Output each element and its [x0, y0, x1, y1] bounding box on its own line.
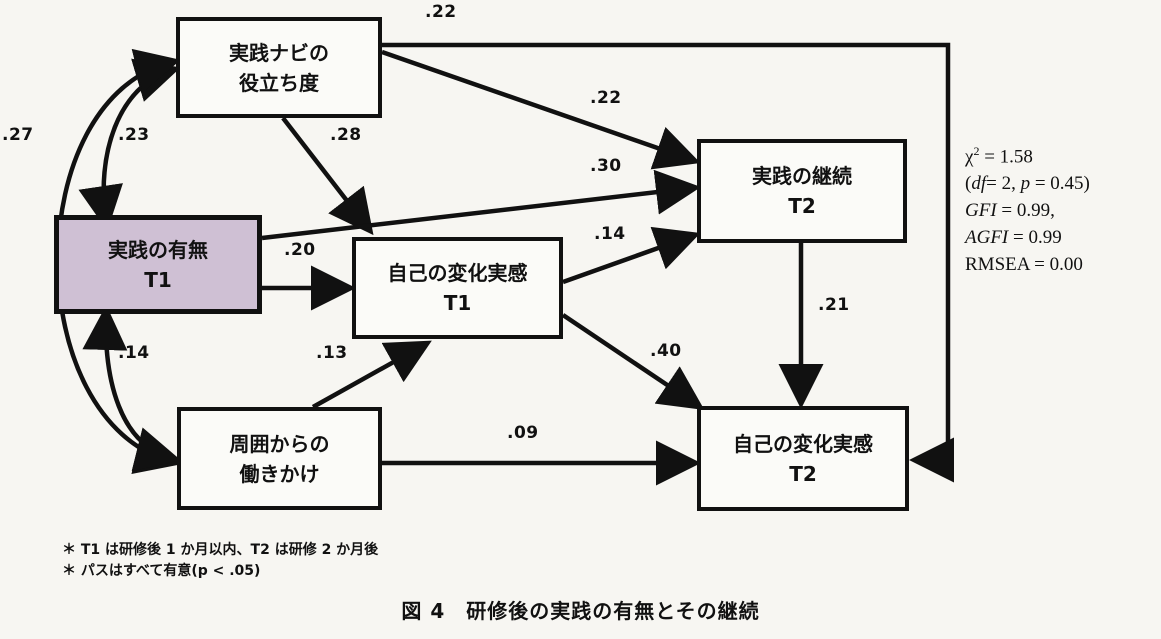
path-shuui-to-henka-t1: [311, 340, 432, 409]
df-open: (: [965, 173, 972, 195]
coef-henka-t1-to-henka-t2: .40: [650, 341, 682, 361]
coef-shuui-to-henka-t2: .09: [507, 423, 539, 443]
fit-agfi: AGFI = 0.99: [965, 225, 1090, 252]
path-henka-t1-to-henka-t2: [561, 313, 705, 411]
box-jissen-umu: 実践の有無 T1: [54, 215, 262, 314]
fit-df-p: (df= 2, p = 0.45): [965, 171, 1090, 198]
box-jissen-keizoku-line1: 実践の継続: [752, 164, 852, 188]
box-jissen-keizoku-line2: T2: [788, 194, 816, 218]
coef-keizoku-to-henka-t2: .21: [818, 295, 850, 315]
fit-rmsea: RMSEA = 0.00: [965, 254, 1083, 276]
coef-henka-t1-to-keizoku: .14: [594, 224, 626, 244]
fit-gfi: GFI = 0.99,: [965, 198, 1090, 225]
coef-navi-to-henka-t2: .22: [425, 2, 457, 22]
box-jissen-navi-line1: 実践ナビの: [229, 40, 329, 65]
coef-umu-to-keizoku: .30: [590, 156, 622, 176]
fit-statistics: χ2 = 1.58 (df= 2, p = 0.45) GFI = 0.99, …: [965, 143, 1090, 279]
box-jissen-keizoku: 実践の継続 T2: [697, 139, 907, 243]
note-timing: ＊ T1 は研修後 1 か月以内、T2 は研修 2 か月後: [62, 542, 379, 558]
box-jissen-navi-line2: 役立ち度: [239, 70, 319, 95]
gfi-value: = 0.99,: [996, 200, 1055, 222]
box-henka-t1: 自己の変化実感 T1: [352, 237, 563, 339]
fit-chi-square: χ2 = 1.58: [965, 143, 1090, 171]
box-henka-t2: 自己の変化実感 T2: [697, 406, 909, 511]
figure-caption: 図 4 研修後の実践の有無とその継続: [401, 599, 760, 623]
box-henka-t1-line2: T1: [443, 291, 472, 315]
box-jissen-navi: 実践ナビの 役立ち度: [176, 17, 382, 118]
path-henka-t1-to-keizoku: [562, 226, 701, 285]
box-jissen-umu-line2: T1: [144, 267, 172, 292]
chi-symbol: χ: [965, 146, 974, 168]
path-navi-to-henka-t1: [281, 116, 374, 236]
path-umu-to-keizoku: [261, 169, 701, 241]
box-henka-t2-line1: 自己の変化実感: [733, 431, 873, 456]
box-shuui-line2: 働きかけ: [239, 461, 320, 486]
coef-umu-to-henka-t1: .20: [284, 240, 316, 260]
box-henka-t2-line2: T2: [789, 461, 817, 486]
p-label: p: [1020, 173, 1031, 195]
box-jissen-umu-line1: 実践の有無: [108, 237, 208, 262]
coef-navi-to-henka-t1: .28: [330, 125, 362, 145]
box-shuui-line1: 周囲からの: [229, 431, 330, 456]
chi-superscript: 2: [973, 144, 980, 158]
box-shuui: 周囲からの 働きかけ: [177, 407, 382, 510]
note-significance: ＊ パスはすべて有意(p < .05): [62, 563, 261, 579]
gfi-label: GFI: [965, 200, 997, 222]
coef-shuui-to-henka-t1: .13: [316, 343, 348, 363]
chi-value: = 1.58: [979, 146, 1033, 168]
agfi-label: AGFI: [965, 227, 1009, 249]
df-value: = 2,: [986, 173, 1021, 195]
box-henka-t1-line1: 自己の変化実感: [387, 261, 528, 285]
coef-cov-umu-shuui: .14: [118, 343, 150, 363]
p-value: = 0.45): [1030, 173, 1090, 195]
df-label: df: [971, 173, 987, 195]
coef-cov-navi-umu: .23: [118, 125, 150, 145]
path-navi-to-keizoku: [381, 49, 701, 170]
agfi-value: = 0.99: [1008, 227, 1062, 249]
cov-umu-shuui: [82, 305, 181, 472]
coef-navi-to-keizoku: .22: [590, 88, 622, 108]
coef-cov-navi-shuui: .27: [2, 125, 34, 145]
path-navi-to-henka-t2: [382, 42, 954, 483]
